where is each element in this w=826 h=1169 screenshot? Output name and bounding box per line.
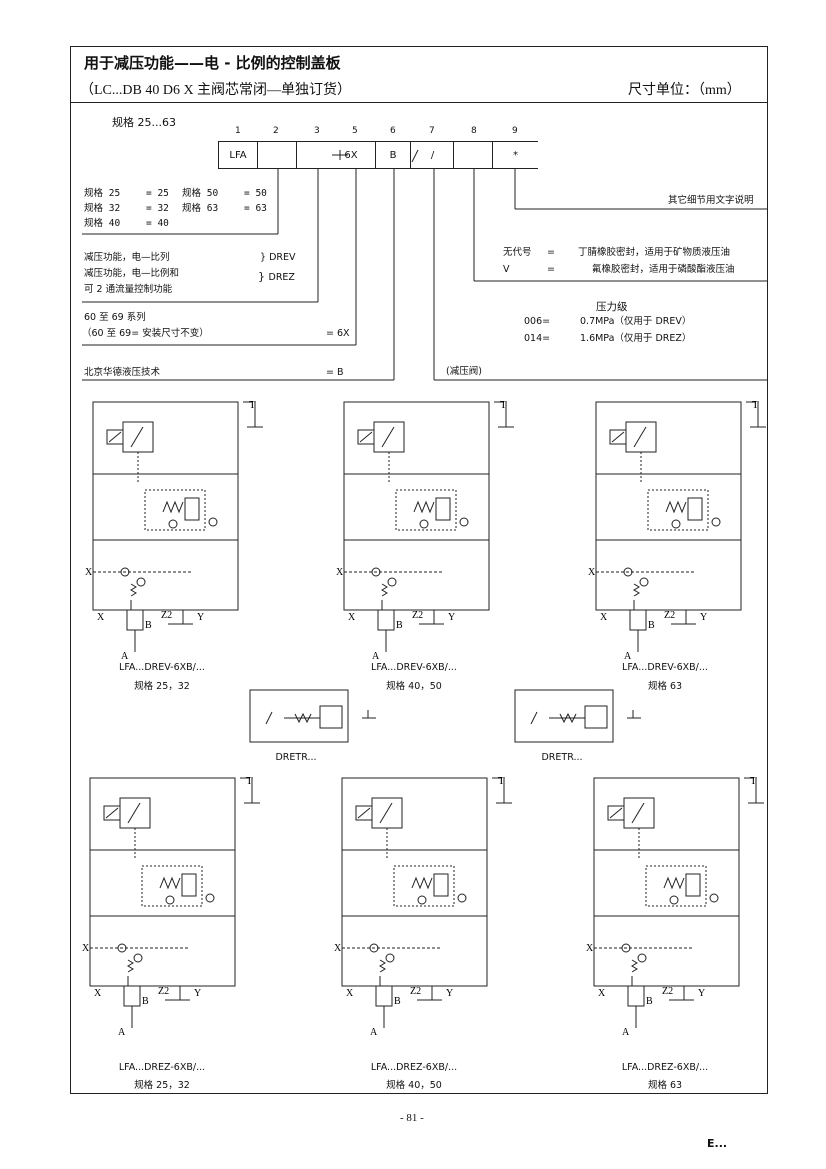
- footer-mark: E...: [707, 1137, 728, 1150]
- maker-text: 北京华德液压技术: [84, 367, 161, 378]
- caption-size: 规格 40，50: [386, 681, 442, 692]
- schematic-drev-25-32: [84, 398, 264, 663]
- series-code: = 6X: [326, 328, 350, 339]
- caption-size: 规格 63: [647, 681, 683, 692]
- header-divider: [70, 102, 768, 103]
- code-cell-seal: [453, 141, 493, 169]
- series-note: （60 至 69= 安装尺寸不变）: [82, 328, 209, 339]
- pressure-014-text: 1.6MPa（仅用于 DREZ）: [580, 333, 692, 344]
- caption-model: LFA...DREZ-6XB/...: [621, 1062, 709, 1073]
- pressure-006-text: 0.7MPa（仅用于 DREV）: [580, 316, 692, 327]
- schematic-dretr-1: [249, 689, 377, 743]
- caption-size: 规格 25，32: [134, 681, 190, 692]
- code-cell-size: [257, 141, 297, 169]
- schematic-dretr-2: [514, 689, 642, 743]
- caption-size: 规格 63: [647, 1080, 683, 1091]
- caption-model: LFA...DREV-6XB/...: [119, 662, 205, 673]
- seal-v-code: V: [503, 264, 510, 275]
- units-label: 尺寸单位：（mm）: [628, 83, 741, 98]
- seal-standard-code: 无代号: [503, 247, 532, 258]
- code-leader-lines: [82, 149, 768, 381]
- caption-model: LFA...DREZ-6XB/...: [370, 1062, 458, 1073]
- caption-size: 规格 25，32: [134, 1080, 190, 1091]
- pressure-014-code: 014=: [524, 333, 551, 344]
- pos-num: 3: [314, 126, 320, 136]
- function-drev-text: 减压功能，电—比列: [84, 252, 170, 263]
- function-drez-text-1: 减压功能，电—比例和: [84, 268, 180, 279]
- pos-num: 8: [471, 126, 477, 136]
- page-frame: [70, 46, 768, 1094]
- code-cell-type: LFA: [218, 141, 258, 169]
- series-text: 60 至 69 系列: [84, 312, 146, 323]
- pos-num: 9: [512, 126, 518, 136]
- pressure-title: 压力级: [596, 301, 628, 313]
- seal-v-eq: =: [547, 264, 555, 275]
- page-subtitle: （LC...DB 40 D6 X 主阀芯常闭—单独订货）: [80, 83, 352, 98]
- caption-model: LFA...DREV-6XB/...: [622, 662, 708, 673]
- pos-num: 2: [273, 126, 279, 136]
- code-cell-other: *: [492, 141, 538, 169]
- code-cell-maker: B: [375, 141, 411, 169]
- page-title: 用于减压功能——电 - 比例的控制盖板: [84, 54, 341, 72]
- size-range-label: 规格 25...63: [112, 116, 176, 129]
- function-drez-text-2: 可 2 通流量控制功能: [84, 284, 173, 295]
- seal-v-text: 氟橡胶密封，适用于磷酸酯液压油: [592, 264, 735, 275]
- function-drez-code: } DREZ: [258, 270, 295, 283]
- pressure-006-code: 006=: [524, 316, 551, 327]
- schematic-drez-63: [585, 774, 765, 1039]
- page-number: - 81 -: [400, 1112, 424, 1124]
- pos-num: 7: [429, 126, 435, 136]
- valve-text: (减压阀): [446, 366, 482, 377]
- pos-num: 6: [390, 126, 396, 136]
- caption-dretr: DRETR...: [275, 752, 317, 763]
- pos-num: 1: [235, 126, 241, 136]
- schematic-drev-63: [587, 398, 767, 663]
- code-cell-slash: /: [410, 141, 454, 169]
- schematic-drev-40-50: [335, 398, 515, 663]
- caption-dretr: DRETR...: [541, 752, 583, 763]
- caption-size: 规格 40，50: [386, 1080, 442, 1091]
- schematic-drez-25-32: [81, 774, 261, 1039]
- seal-standard-text: 丁腈橡胶密封，适用于矿物质液压油: [578, 247, 731, 258]
- caption-model: LFA...DREV-6XB/...: [371, 662, 457, 673]
- pos-num: 5: [352, 126, 358, 136]
- schematic-drez-40-50: [333, 774, 513, 1039]
- other-details-text: 其它细节用文字说明: [668, 195, 754, 206]
- maker-code: = B: [326, 367, 344, 378]
- caption-model: LFA...DREZ-6XB/...: [118, 1062, 206, 1073]
- seal-standard-eq: =: [547, 247, 555, 258]
- function-drev-code: } DREV: [260, 252, 296, 263]
